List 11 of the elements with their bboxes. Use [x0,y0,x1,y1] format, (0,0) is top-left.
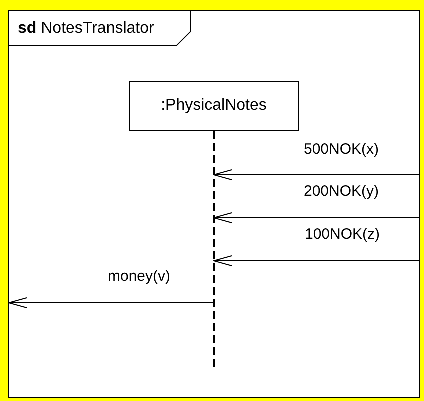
message-arrow [214,212,420,224]
message-label: money(v) [108,268,171,285]
message-arrow [8,298,214,308]
frame-title: sd NotesTranslator [9,11,191,46]
message-label: 200NOK(y) [304,183,380,200]
lifeline-head: :PhysicalNotes [129,81,299,131]
sequence-frame [8,10,420,398]
message-arrow [214,256,420,266]
message-label: 100NOK(z) [305,226,380,243]
message-arrow [214,170,420,180]
message-label: 500NOK(x) [304,141,380,158]
